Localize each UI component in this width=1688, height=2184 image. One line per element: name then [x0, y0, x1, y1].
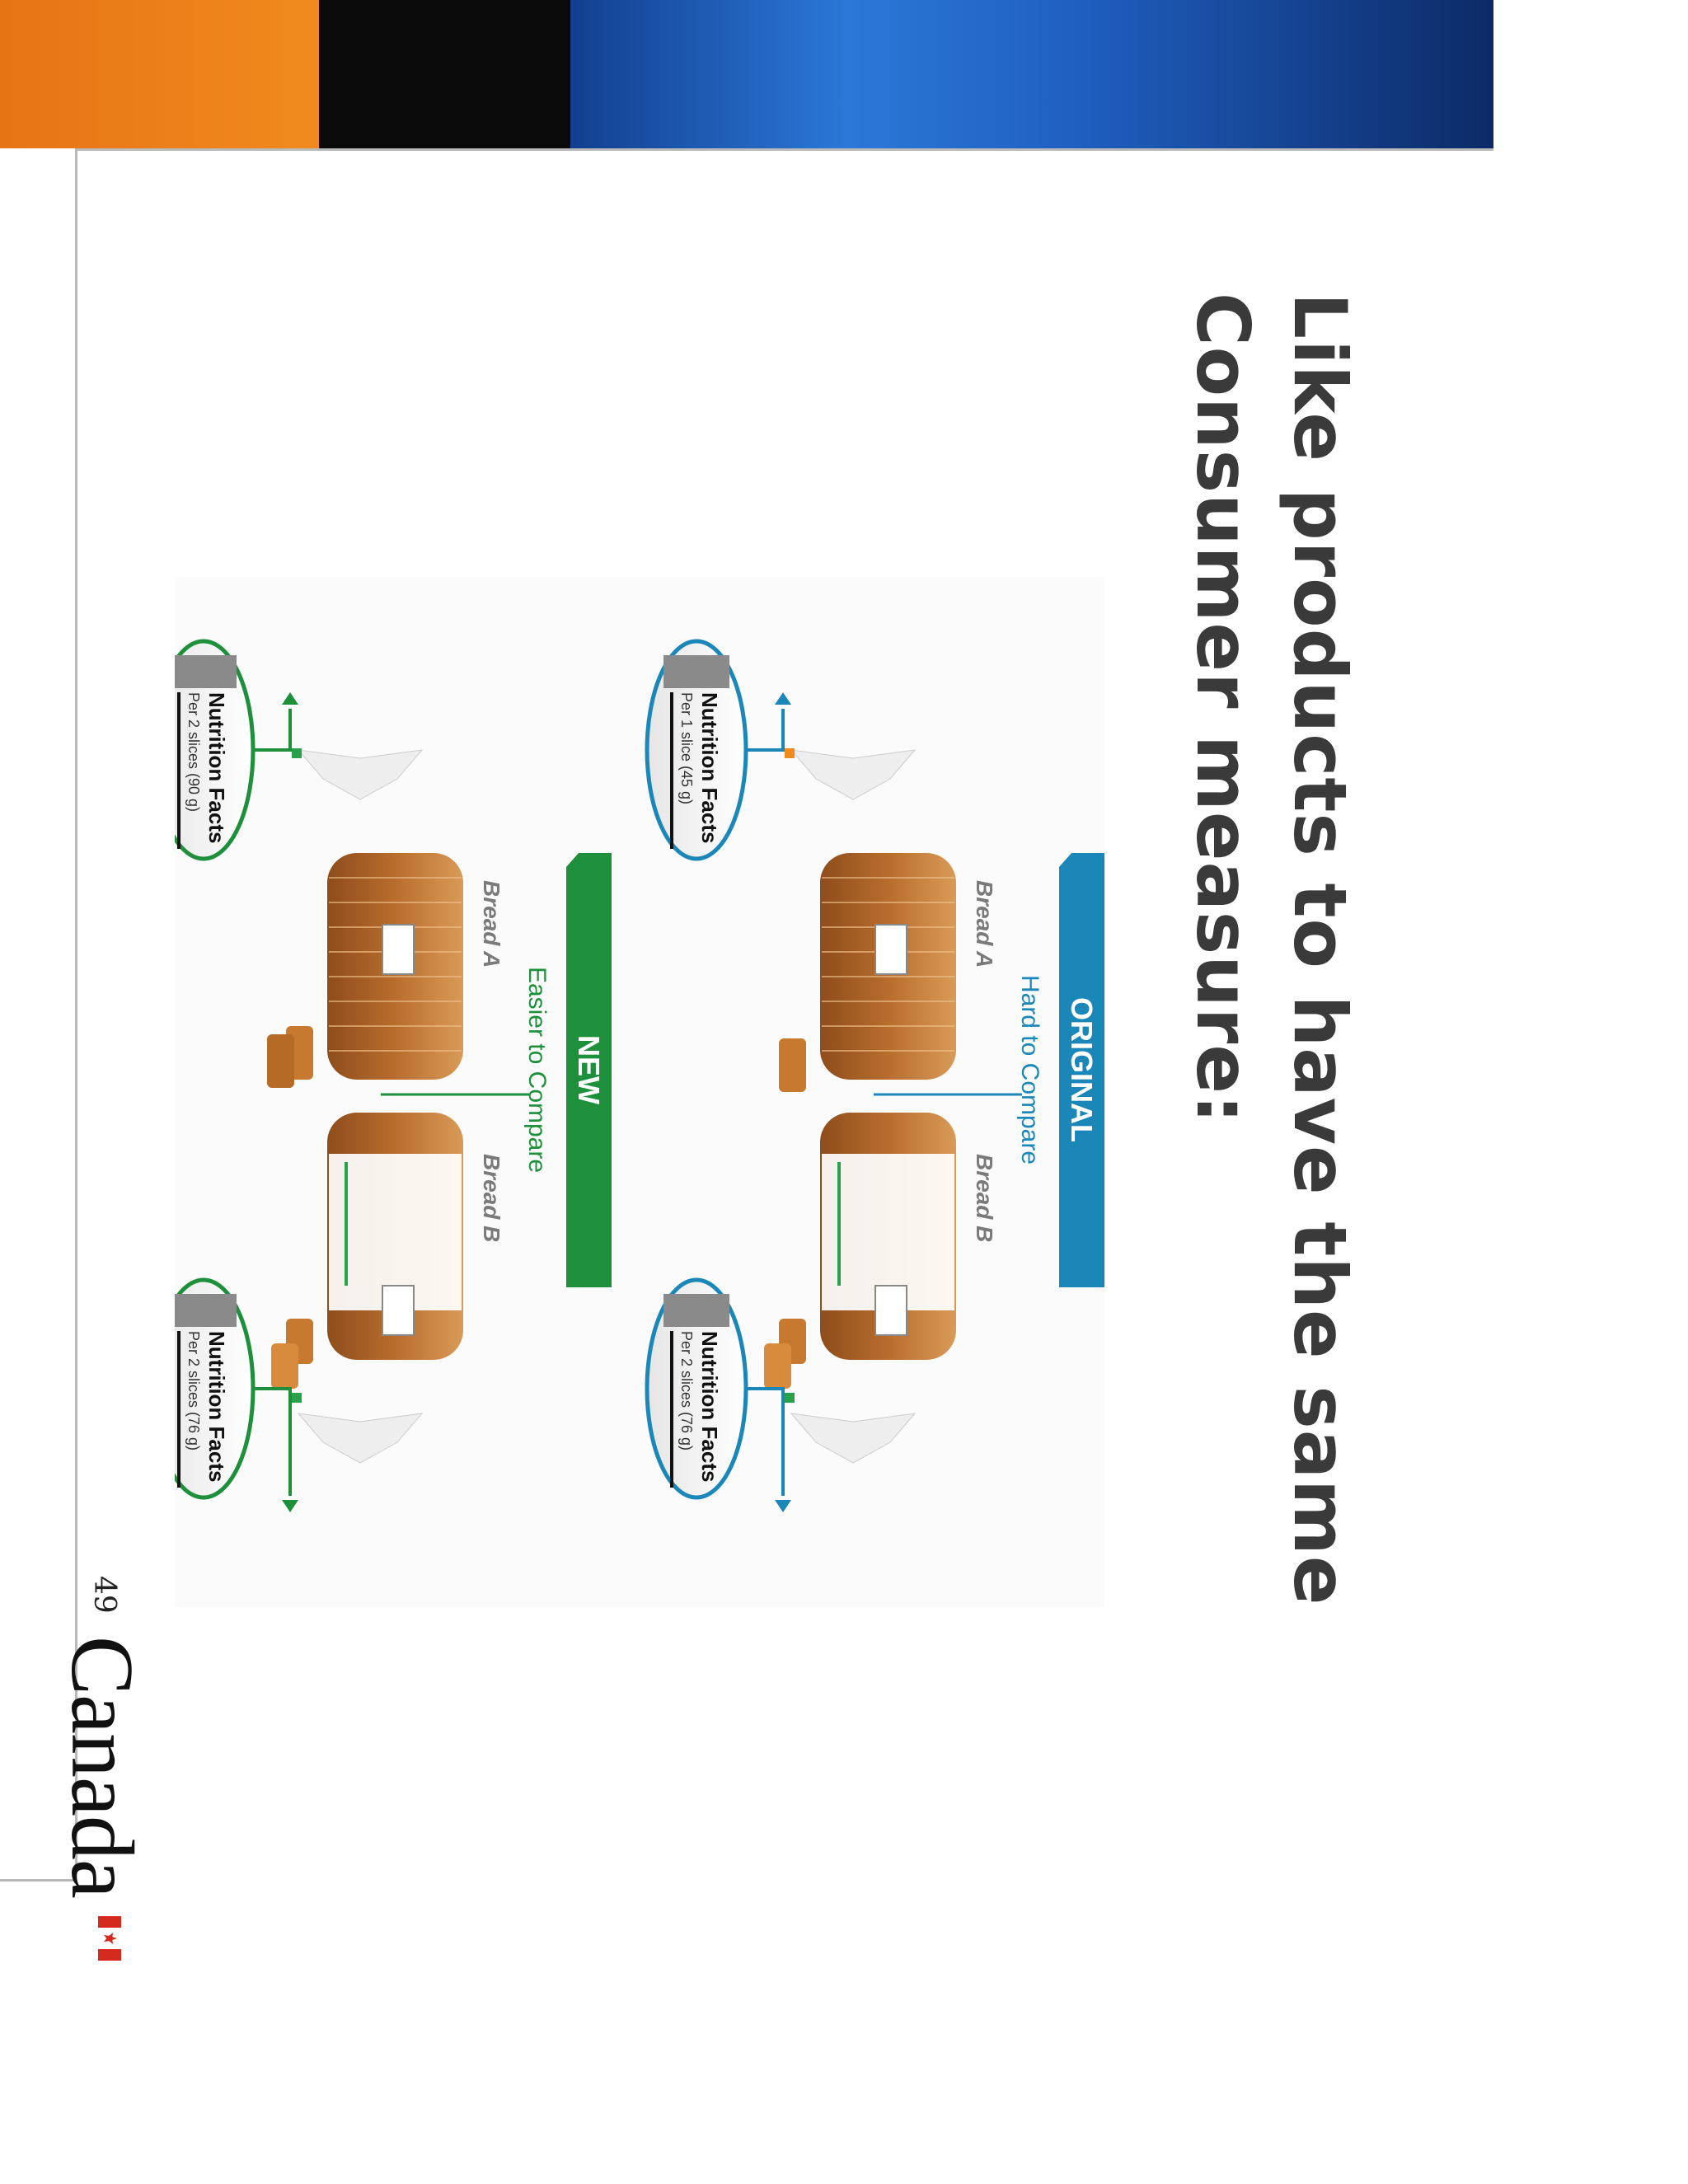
original-bread-b-label: Bread B	[972, 1154, 997, 1242]
original-orange-marker	[785, 748, 795, 758]
new-arrow-b	[239, 1387, 292, 1496]
title-line-2: Consumer measure:	[1180, 293, 1265, 1125]
decorative-color-band	[0, 0, 1493, 148]
new-green-marker-b	[292, 1393, 302, 1403]
original-label-b-serving: Per 2 slices (76 g)	[678, 1331, 695, 1451]
new-bread-a-slice-2	[267, 1034, 294, 1088]
new-arrow-b-head	[282, 1500, 298, 1512]
title-line-1: Like products to have the same	[1278, 293, 1362, 1606]
original-label-a-serving: Per 1 slice (45 g)	[678, 692, 695, 804]
original-arrow-b	[732, 1387, 785, 1496]
new-label-b-heading: Nutrition Facts	[204, 1331, 229, 1482]
original-bread-a-bag-tie	[790, 749, 917, 800]
new-banner	[566, 853, 612, 1287]
original-green-marker	[785, 1393, 795, 1403]
band-orange	[0, 0, 319, 148]
slide: Like products to have the same Consumer …	[0, 0, 1493, 1961]
original-banner	[1059, 853, 1104, 1287]
frame-left-line	[76, 148, 1493, 151]
new-bread-a-label: Bread A	[479, 880, 504, 968]
original-label-a-dark-band	[663, 655, 729, 688]
new-label-a-serving: Per 2 slices (90 g)	[185, 692, 202, 812]
bread-comparison-graphic: ORIGINAL Hard to Compare Bread A Bread B	[175, 639, 1104, 1512]
new-bread-b-mini-label	[382, 1285, 415, 1336]
new-green-marker-a	[292, 748, 302, 758]
new-label-b-dark-band	[175, 1294, 237, 1327]
band-blue	[570, 0, 1493, 148]
original-bread-b-wrapper	[822, 1154, 954, 1310]
original-arrow-a-head	[775, 692, 791, 705]
original-bread-b-bag-tie	[790, 1413, 917, 1464]
new-row: NEW Easier to Compare Bread A Bread B	[175, 639, 612, 1512]
new-bread-a-mini-label	[382, 924, 415, 975]
new-subtitle: Easier to Compare	[523, 967, 551, 1173]
original-bread-b-slice-2	[764, 1343, 791, 1389]
new-banner-text: NEW	[572, 1035, 606, 1104]
new-arrow-a	[239, 709, 292, 752]
new-bread-b-slice-2	[271, 1343, 298, 1389]
new-bread-b-bag-tie	[297, 1413, 424, 1464]
original-arrow-b-head	[775, 1500, 791, 1512]
original-label-a-heading: Nutrition Facts	[697, 692, 722, 843]
page-number: 49	[87, 1576, 121, 1614]
original-label-b-dark-band	[663, 1294, 729, 1327]
original-bread-a-label: Bread A	[972, 880, 997, 968]
original-label-b-heading: Nutrition Facts	[697, 1331, 722, 1482]
new-bread-a-bag-tie	[297, 749, 424, 800]
original-row: ORIGINAL Hard to Compare Bread A Bread B	[645, 639, 1104, 1512]
new-label-a-heading: Nutrition Facts	[204, 692, 229, 843]
original-subtitle: Hard to Compare	[1016, 975, 1043, 1165]
new-label-b-serving: Per 2 slices (76 g)	[185, 1331, 202, 1451]
new-arrow-a-head	[282, 692, 298, 705]
frame-bottom-line	[75, 148, 77, 1879]
new-bread-b-label: Bread B	[479, 1154, 504, 1242]
original-bread-a-slice	[779, 1038, 806, 1092]
new-label-a-dark-band	[175, 655, 237, 688]
original-banner-text: ORIGINAL	[1065, 997, 1099, 1142]
original-bread-b-mini-label	[874, 1285, 907, 1336]
original-arrow-a	[732, 709, 785, 752]
band-black	[319, 0, 570, 148]
bread-comparison-figure: ORIGINAL Hard to Compare Bread A Bread B	[175, 577, 1104, 1607]
canada-wordmark: Canada	[53, 1636, 151, 1898]
slide-title: Like products to have the same Consumer …	[1174, 293, 1368, 1858]
canada-flag-icon	[98, 1916, 121, 1961]
new-bread-b-wrapper	[329, 1154, 462, 1310]
original-bread-a-mini-label	[874, 924, 907, 975]
